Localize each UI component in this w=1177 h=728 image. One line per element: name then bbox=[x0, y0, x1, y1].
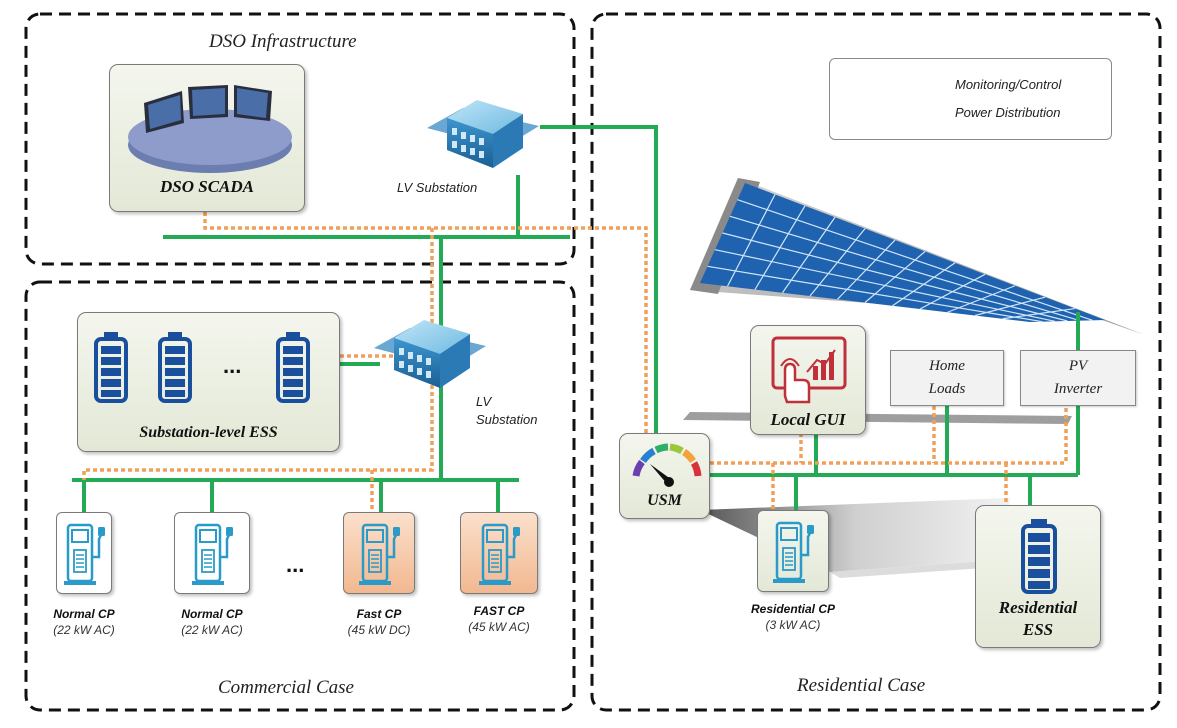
battery-icon-1 bbox=[94, 332, 128, 403]
pv-inverter-box: PV Inverter bbox=[1020, 350, 1136, 406]
legend bbox=[829, 58, 1112, 140]
cp-4-spec: (45 kW AC) bbox=[468, 620, 530, 634]
cp-1-box bbox=[56, 512, 112, 594]
solar-grid-line bbox=[714, 249, 1056, 322]
residential-ess-label-1: Residential bbox=[998, 598, 1078, 617]
substation-ess-box: ... Substation-level ESS bbox=[77, 312, 340, 452]
battery-icon-3 bbox=[276, 332, 310, 403]
cp-4-box bbox=[460, 512, 538, 594]
cp-ellipsis: ... bbox=[286, 552, 305, 577]
dso-region-title: DSO Infrastructure bbox=[209, 31, 357, 52]
commercial-region-frame bbox=[24, 280, 576, 712]
smart-meter-gauge-icon bbox=[632, 443, 702, 487]
cp-1-name: Normal CP bbox=[53, 607, 115, 621]
legend-monitoring-label: Monitoring/Control bbox=[955, 77, 1062, 92]
residential-region-frame bbox=[590, 12, 1162, 712]
lv-substation-top-icon bbox=[427, 100, 539, 168]
charging-station-icon bbox=[773, 521, 814, 583]
substation-ess-label: Substation-level ESS bbox=[139, 424, 278, 441]
legend-power-label: Power Distribution bbox=[955, 105, 1061, 120]
charging-station-icon bbox=[64, 523, 105, 585]
solar-grid-line bbox=[729, 215, 1081, 322]
ess-ellipsis: ... bbox=[223, 353, 242, 378]
cp-2-box bbox=[174, 512, 250, 594]
residential-cp-spec: (3 kW AC) bbox=[765, 618, 821, 632]
lv-substation-mid-label-1: LV bbox=[476, 394, 492, 409]
lv-substation-mid-icon bbox=[374, 320, 486, 388]
charging-station-icon bbox=[192, 523, 233, 585]
control-room-icon bbox=[128, 85, 292, 173]
solar-grid-line bbox=[707, 265, 1043, 323]
touch-screen-icon bbox=[771, 336, 847, 404]
cp-2-name: Normal CP bbox=[181, 607, 243, 621]
pv-inverter-label-1: PV bbox=[1068, 358, 1088, 374]
cp-3-spec: (45 kW DC) bbox=[347, 623, 411, 637]
home-loads-box: Home Loads bbox=[890, 350, 1004, 406]
residential-ess-box: Residential ESS bbox=[975, 505, 1101, 648]
home-loads-label-2: Loads bbox=[928, 381, 966, 397]
cp-3-box bbox=[343, 512, 415, 594]
dso-region-frame bbox=[24, 12, 576, 266]
home-loads-label-1: Home bbox=[929, 358, 965, 374]
cp-1-spec: (22 kW AC) bbox=[53, 623, 115, 637]
residential-ess-label-2: ESS bbox=[1022, 620, 1054, 639]
local-gui-box: Local GUI bbox=[750, 325, 866, 435]
charging-station-icon bbox=[359, 523, 400, 585]
dso-scada-label: DSO SCADA bbox=[159, 177, 254, 196]
local-gui-label: Local GUI bbox=[770, 410, 846, 429]
battery-icons bbox=[94, 332, 310, 403]
commercial-region-title: Commercial Case bbox=[218, 677, 354, 698]
residential-cp-box bbox=[757, 510, 829, 592]
lv-substation-mid-label-2: Substation bbox=[476, 412, 538, 427]
solar-grid-line bbox=[722, 232, 1068, 322]
charging-station-icon bbox=[479, 523, 520, 585]
pv-inverter-label-2: Inverter bbox=[1053, 381, 1103, 397]
battery-icon bbox=[1021, 519, 1057, 594]
residential-region-title: Residential Case bbox=[797, 675, 926, 696]
usm-label: USM bbox=[647, 492, 682, 509]
lv-substation-top-label: LV Substation bbox=[397, 180, 478, 195]
cp-3-name: Fast CP bbox=[356, 607, 402, 621]
cp-4-name: FAST CP bbox=[473, 604, 525, 618]
dso-scada-box: DSO SCADA bbox=[109, 64, 305, 212]
cp-2-spec: (22 kW AC) bbox=[181, 623, 243, 637]
residential-cp-name: Residential CP bbox=[750, 602, 836, 616]
solar-grid-line bbox=[737, 199, 1093, 321]
usm-box: USM bbox=[619, 433, 710, 519]
battery-icon-2 bbox=[158, 332, 192, 403]
